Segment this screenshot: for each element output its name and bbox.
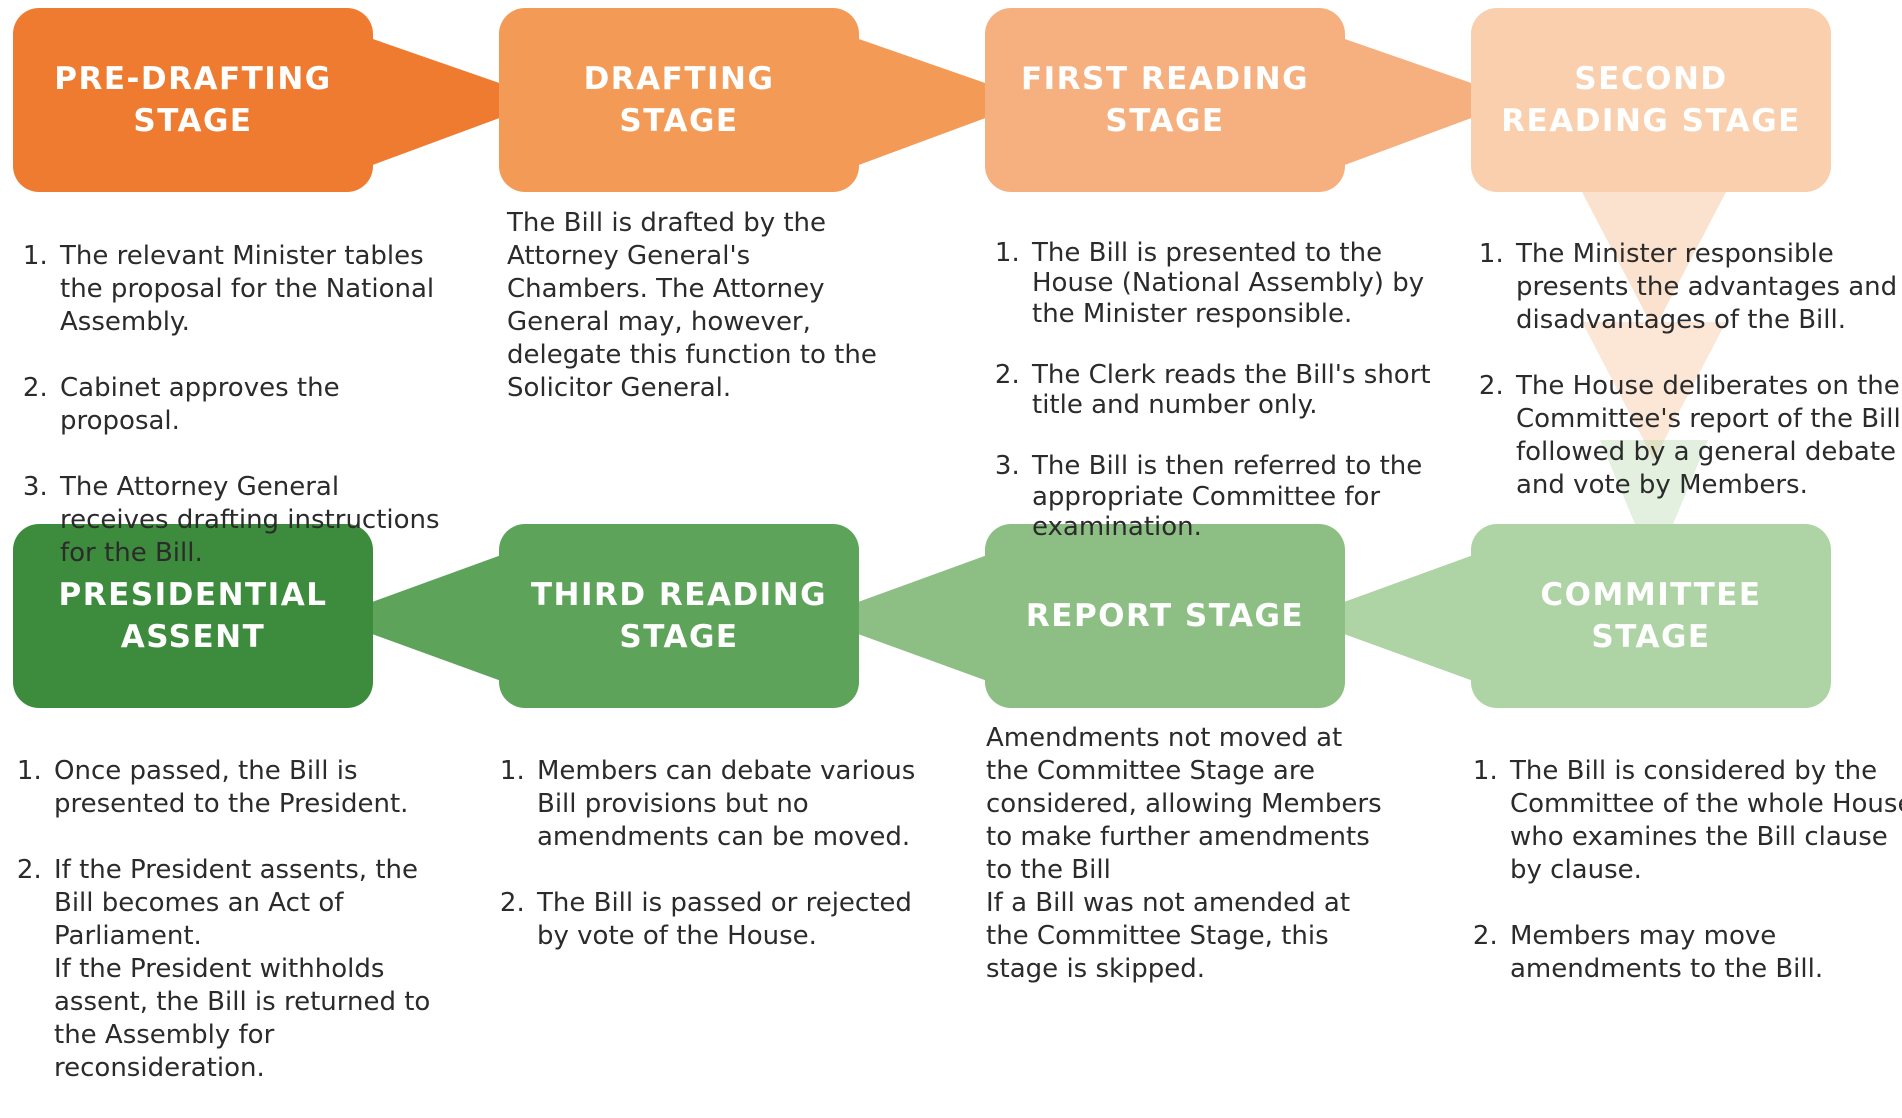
first-reading-stage-box: FIRST READING STAGE — [985, 8, 1345, 192]
report-stage-description: Amendments not moved at the Committee St… — [986, 723, 1382, 984]
list-item: The Clerk reads the Bill's short title a… — [1028, 360, 1458, 421]
list-item: The relevant Minister tables the proposa… — [56, 240, 448, 339]
arrow-second-reading-to-committee-low — [1600, 440, 1708, 570]
arrow-second-reading-to-committee — [1582, 192, 1726, 330]
pre-drafting-stage-box: PRE-DRAFTING STAGE — [13, 8, 373, 192]
list-item: Members may move amendments to the Bill. — [1506, 920, 1902, 986]
list-item: The Bill is then referred to the appropr… — [1028, 451, 1458, 543]
drafting-description: The Bill is drafted by the Attorney Gene… — [507, 208, 877, 403]
flow-arrows — [328, 38, 1726, 682]
arrow-report-to-third-reading — [814, 554, 990, 682]
pre-drafting-steps: The relevant Minister tables the proposa… — [20, 207, 448, 603]
third-reading-stage-box: THIRD READING STAGE — [499, 524, 859, 708]
list-item: The Bill is passed or rejected by vote o… — [533, 887, 923, 953]
third-reading-steps: Members can debate various Bill provisio… — [497, 722, 923, 986]
first-reading-steps: The Bill is presented to the House (Nati… — [992, 207, 1458, 573]
committee-stage-box: COMMITTEE STAGE — [1471, 524, 1831, 708]
arrow-third-reading-to-presidential — [328, 554, 504, 682]
second-reading-stage-box: SECOND READING STAGE — [1471, 8, 1831, 192]
arrow-drafting-to-first-reading — [856, 38, 1034, 166]
arrow-pre-drafting-to-drafting — [370, 38, 548, 166]
report-stage-box: REPORT STAGE — [985, 524, 1345, 708]
drafting-stage-box: DRAFTING STAGE — [499, 8, 859, 192]
list-item: The House deliberates on the Committee's… — [1512, 370, 1902, 502]
committee-steps: The Bill is considered by the Committee … — [1470, 722, 1902, 1019]
list-item: The Minister responsible presents the ad… — [1512, 238, 1902, 337]
presidential-assent-box: PRESIDENTIAL ASSENT — [13, 524, 373, 708]
second-reading-steps: The Minister responsible presents the ad… — [1476, 205, 1902, 535]
arrow-second-reading-to-committee-mid — [1582, 322, 1726, 460]
arrow-committee-to-report — [1300, 554, 1476, 682]
presidential-assent-steps: Once passed, the Bill is presented to th… — [14, 722, 448, 1118]
list-item: The Bill is presented to the House (Nati… — [1028, 238, 1458, 330]
list-item: The Attorney General receives drafting i… — [56, 471, 448, 570]
list-item: Once passed, the Bill is presented to th… — [50, 755, 448, 821]
list-item: Members can debate various Bill provisio… — [533, 755, 923, 854]
arrow-first-reading-to-second-reading — [1342, 38, 1520, 166]
list-item: Cabinet approves the proposal. — [56, 372, 448, 438]
list-item: If the President assents, the Bill becom… — [50, 854, 448, 1085]
list-item: The Bill is considered by the Committee … — [1506, 755, 1902, 887]
